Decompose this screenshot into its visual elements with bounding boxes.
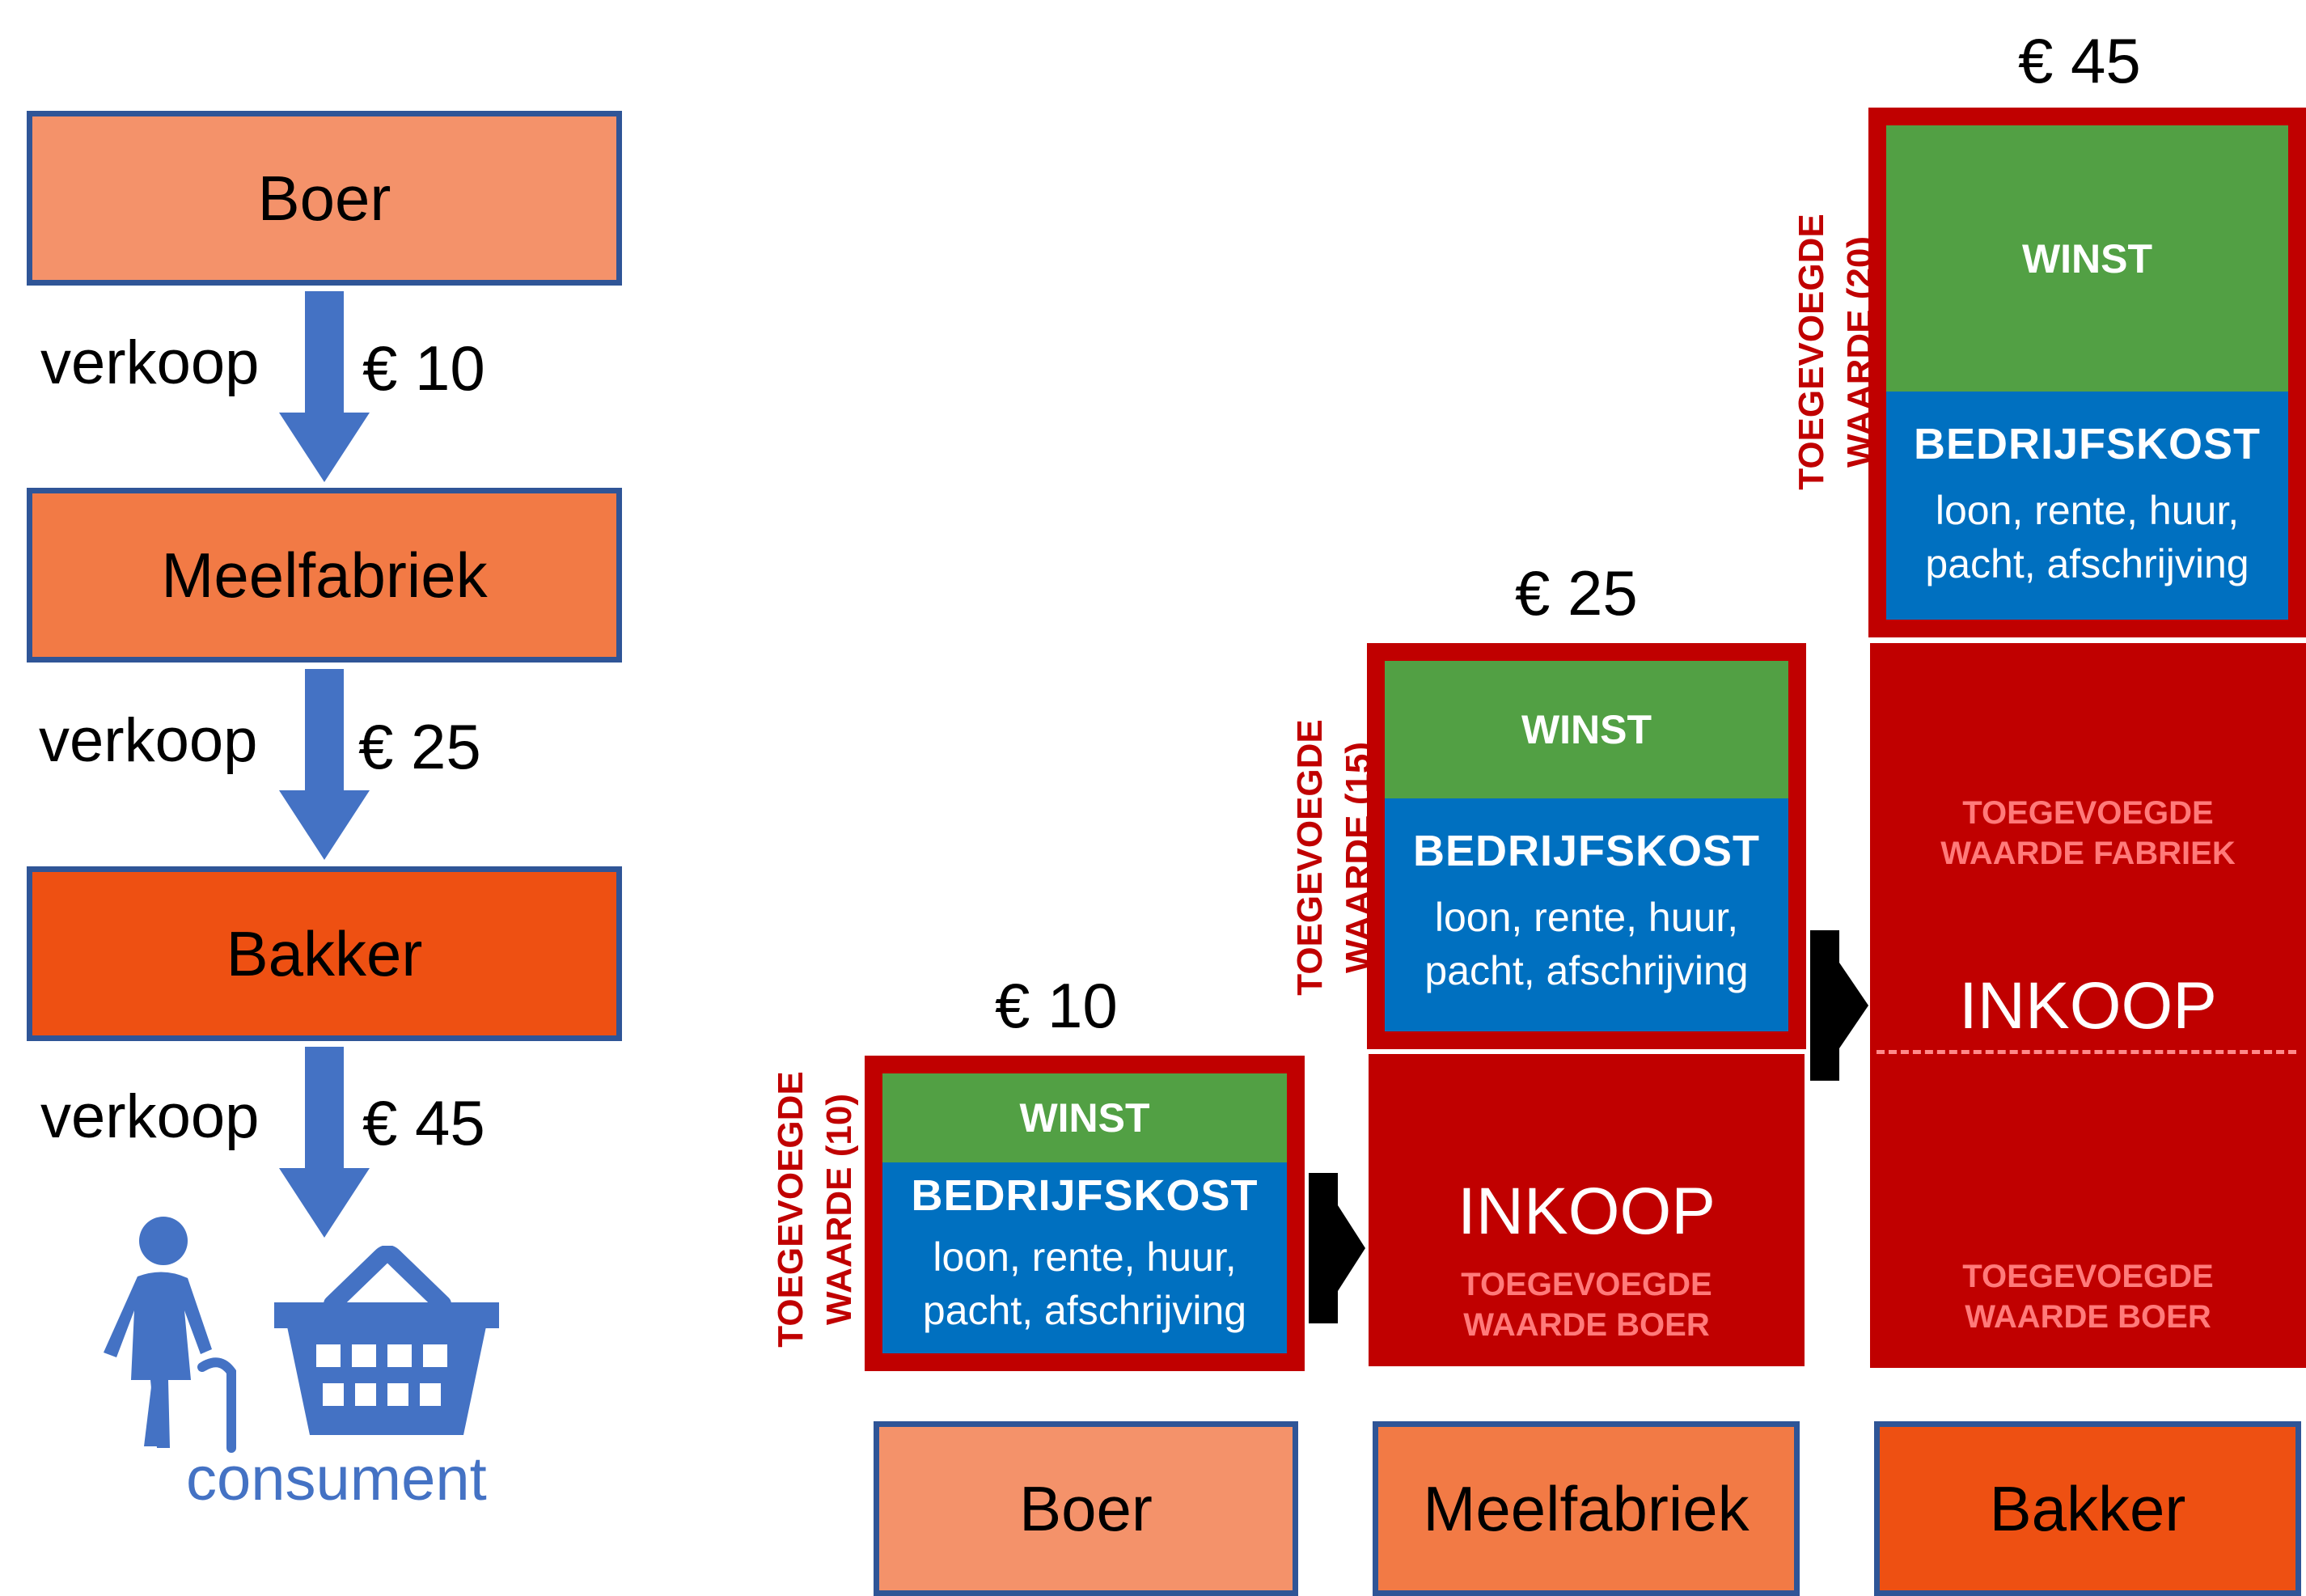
cost-line: loon, rente, huur,	[1935, 488, 2240, 533]
right-arrow-icon	[1309, 1173, 1365, 1323]
chain-box-label: Meelfabriek	[161, 539, 488, 611]
added-value-line: TOEGEVOEGDE	[771, 1071, 810, 1348]
added-value-line: TOEGEVOEGDE	[1792, 214, 1831, 490]
consumer-label: consument	[186, 1445, 487, 1513]
bar-label-bakker: Bakker	[1874, 1421, 2301, 1596]
cost-line: pacht, afschrijving	[922, 1288, 1247, 1333]
bedrijfskost-label: BEDRIJFSKOST	[1913, 420, 2262, 468]
winst-block: WINST	[1886, 125, 2288, 392]
added-value-line: WAARDE (10)	[819, 1093, 859, 1326]
bedrijfskost-label: BEDRIJFSKOST	[1412, 827, 1761, 875]
added-value-frame: WINST BEDRIJFSKOST loon, rente, huur, pa…	[865, 1056, 1305, 1371]
inkoop-sub-line: WAARDE BOER	[1965, 1299, 2211, 1335]
bedrijfskost-block: BEDRIJFSKOST loon, rente, huur, pacht, a…	[1385, 798, 1788, 1031]
bar-label-boer: Boer	[874, 1421, 1298, 1596]
inkoop-sub-line: TOEGEVOEGDE	[1962, 795, 2214, 831]
bar-price: € 10	[995, 970, 1118, 1041]
inkoop-block: INKOOP TOEGEVOEGDE WAARDE BOER	[1369, 1054, 1805, 1366]
step-label: verkoop	[39, 706, 258, 775]
inkoop-sub-line: TOEGEVOEGDE	[1461, 1267, 1712, 1302]
inkoop-sub-line: WAARDE BOER	[1463, 1307, 1710, 1343]
winst-label: WINST	[1521, 707, 1652, 752]
shopping-basket-icon	[274, 1246, 499, 1435]
chain-box-meelfabriek: Meelfabriek	[27, 488, 622, 663]
inkoop-block: TOEGEVOEGDE WAARDE FABRIEK INKOOP TOEGEV…	[1870, 643, 2306, 1368]
bedrijfskost-label: BEDRIJFSKOST	[911, 1171, 1259, 1220]
inkoop-sub-line: TOEGEVOEGDE	[1962, 1259, 2214, 1294]
step-label: verkoop	[40, 328, 260, 397]
bar-price: € 25	[1515, 557, 1638, 629]
inkoop-label: INKOOP	[1959, 969, 2217, 1043]
step-label: verkoop	[40, 1082, 260, 1151]
winst-block: WINST	[1385, 661, 1788, 798]
chain-box-label: Bakker	[226, 917, 423, 989]
elderly-person-icon	[104, 1217, 236, 1453]
bar-label-meelfabriek: Meelfabriek	[1373, 1421, 1800, 1596]
inkoop-sub-label: TOEGEVOEGDE WAARDE BOER	[1870, 1256, 2306, 1337]
cost-line: pacht, afschrijving	[1424, 948, 1749, 993]
chain-box-boer: Boer	[27, 111, 622, 286]
added-value-frame: WINST BEDRIJFSKOST loon, rente, huur, pa…	[1367, 643, 1806, 1049]
inkoop-divider	[1877, 1050, 2296, 1054]
inkoop-sub-label: TOEGEVOEGDE WAARDE FABRIEK	[1870, 793, 2306, 874]
cost-line: loon, rente, huur,	[933, 1234, 1237, 1280]
winst-label: WINST	[2021, 235, 2153, 282]
bar-label: Bakker	[1989, 1472, 2186, 1544]
down-arrow-icon	[279, 1047, 370, 1238]
winst-label: WINST	[1019, 1095, 1150, 1141]
added-value-frame: WINST BEDRIJFSKOST loon, rente, huur, pa…	[1868, 108, 2306, 637]
bedrijfskost-block: BEDRIJFSKOST loon, rente, huur, pacht, a…	[882, 1162, 1287, 1353]
cost-line: loon, rente, huur,	[1434, 895, 1739, 940]
added-value-label: TOEGEVOEGDE WAARDE (10)	[767, 1056, 864, 1363]
step-price: € 10	[362, 332, 485, 404]
right-arrow-icon	[1810, 930, 1868, 1081]
bar-price: € 45	[2018, 25, 2141, 96]
inkoop-sub-line: WAARDE FABRIEK	[1940, 836, 2236, 871]
inkoop-sub-label: TOEGEVOEGDE WAARDE BOER	[1369, 1264, 1805, 1345]
chain-box-label: Boer	[257, 162, 391, 234]
step-price: € 45	[362, 1087, 485, 1158]
inkoop-label: INKOOP	[1458, 1175, 1716, 1248]
added-value-line: TOEGEVOEGDE	[1290, 719, 1330, 996]
bar-label: Meelfabriek	[1423, 1472, 1750, 1544]
down-arrow-icon	[279, 669, 370, 860]
down-arrow-icon	[279, 291, 370, 482]
bar-label: Boer	[1019, 1472, 1153, 1544]
cost-line: pacht, afschrijving	[1925, 541, 2249, 586]
chain-box-bakker: Bakker	[27, 866, 622, 1041]
bedrijfskost-block: BEDRIJFSKOST loon, rente, huur, pacht, a…	[1886, 392, 2288, 620]
winst-block: WINST	[882, 1073, 1287, 1162]
step-price: € 25	[358, 711, 481, 782]
